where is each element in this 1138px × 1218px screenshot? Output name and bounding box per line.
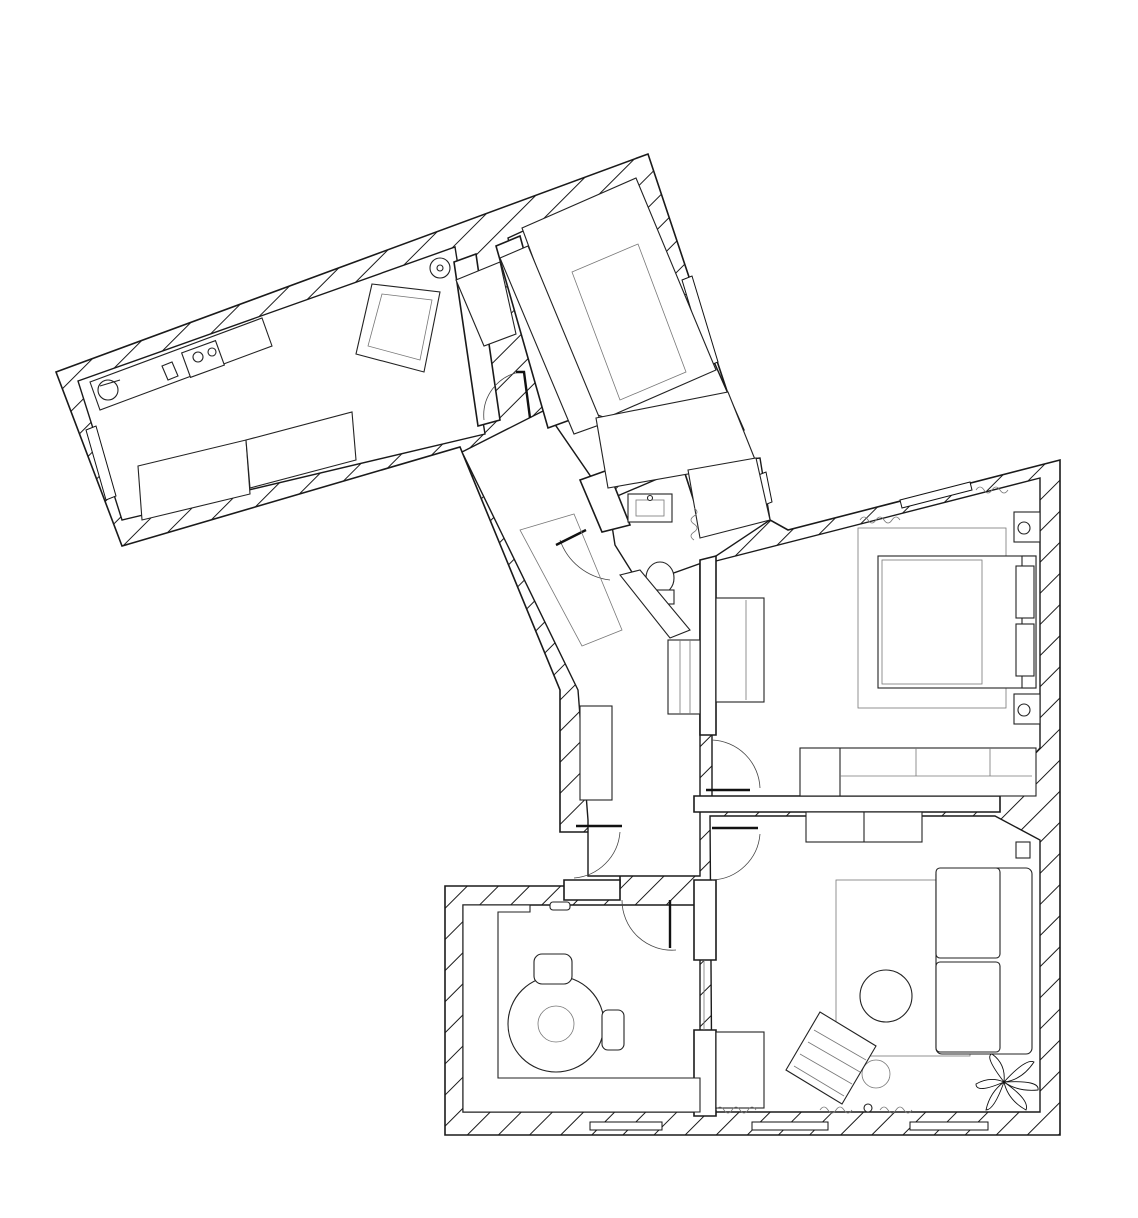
bath-partition	[619, 569, 691, 639]
dining-light	[549, 901, 571, 911]
bedroom-right	[799, 511, 1041, 843]
side-table	[861, 1059, 891, 1089]
hall-shelf	[667, 639, 701, 715]
tv-unit	[715, 1031, 765, 1109]
bedroom-top	[455, 177, 757, 489]
kitchen	[89, 257, 451, 521]
living	[715, 841, 1039, 1113]
radiators	[690, 486, 1009, 1114]
lounge-chair-stripes	[793, 1029, 867, 1097]
window-living-2	[909, 1121, 989, 1131]
pillow-top	[1015, 565, 1035, 619]
bathroom	[519, 457, 771, 647]
plant	[975, 1053, 1039, 1111]
chair-top	[533, 953, 573, 985]
cooktop	[97, 379, 119, 401]
window-kitchen	[85, 425, 117, 501]
kitchen-tools	[161, 361, 179, 381]
window-bedroom-right	[899, 481, 973, 509]
hall	[579, 597, 765, 801]
shower-cabinet	[687, 457, 771, 539]
round-table	[507, 975, 605, 1073]
double-bed	[877, 555, 1037, 689]
coffee-table	[859, 969, 913, 1023]
windows	[85, 275, 989, 1131]
island-bench-left	[137, 439, 251, 521]
chair-right	[601, 1009, 625, 1051]
shower-tray	[519, 513, 623, 647]
armchair	[355, 283, 441, 373]
shoe-cabinet	[579, 705, 613, 801]
pillow-bottom	[1015, 623, 1035, 677]
rug-top	[571, 243, 687, 401]
hall-wardrobe	[715, 597, 765, 703]
doors	[483, 370, 761, 1030]
window-living-1	[751, 1121, 829, 1131]
window-dining	[589, 1121, 663, 1131]
dining	[462, 901, 701, 1113]
wall-light	[1015, 841, 1031, 859]
wardrobe-right	[799, 747, 1037, 797]
kitchen-counter	[89, 317, 273, 411]
island-bench-right	[245, 411, 357, 489]
l-shaped-bench	[462, 904, 701, 1113]
floor-lamp-living	[863, 1103, 873, 1113]
wardrobe-top	[455, 261, 517, 347]
lounge-chair	[785, 1011, 877, 1105]
